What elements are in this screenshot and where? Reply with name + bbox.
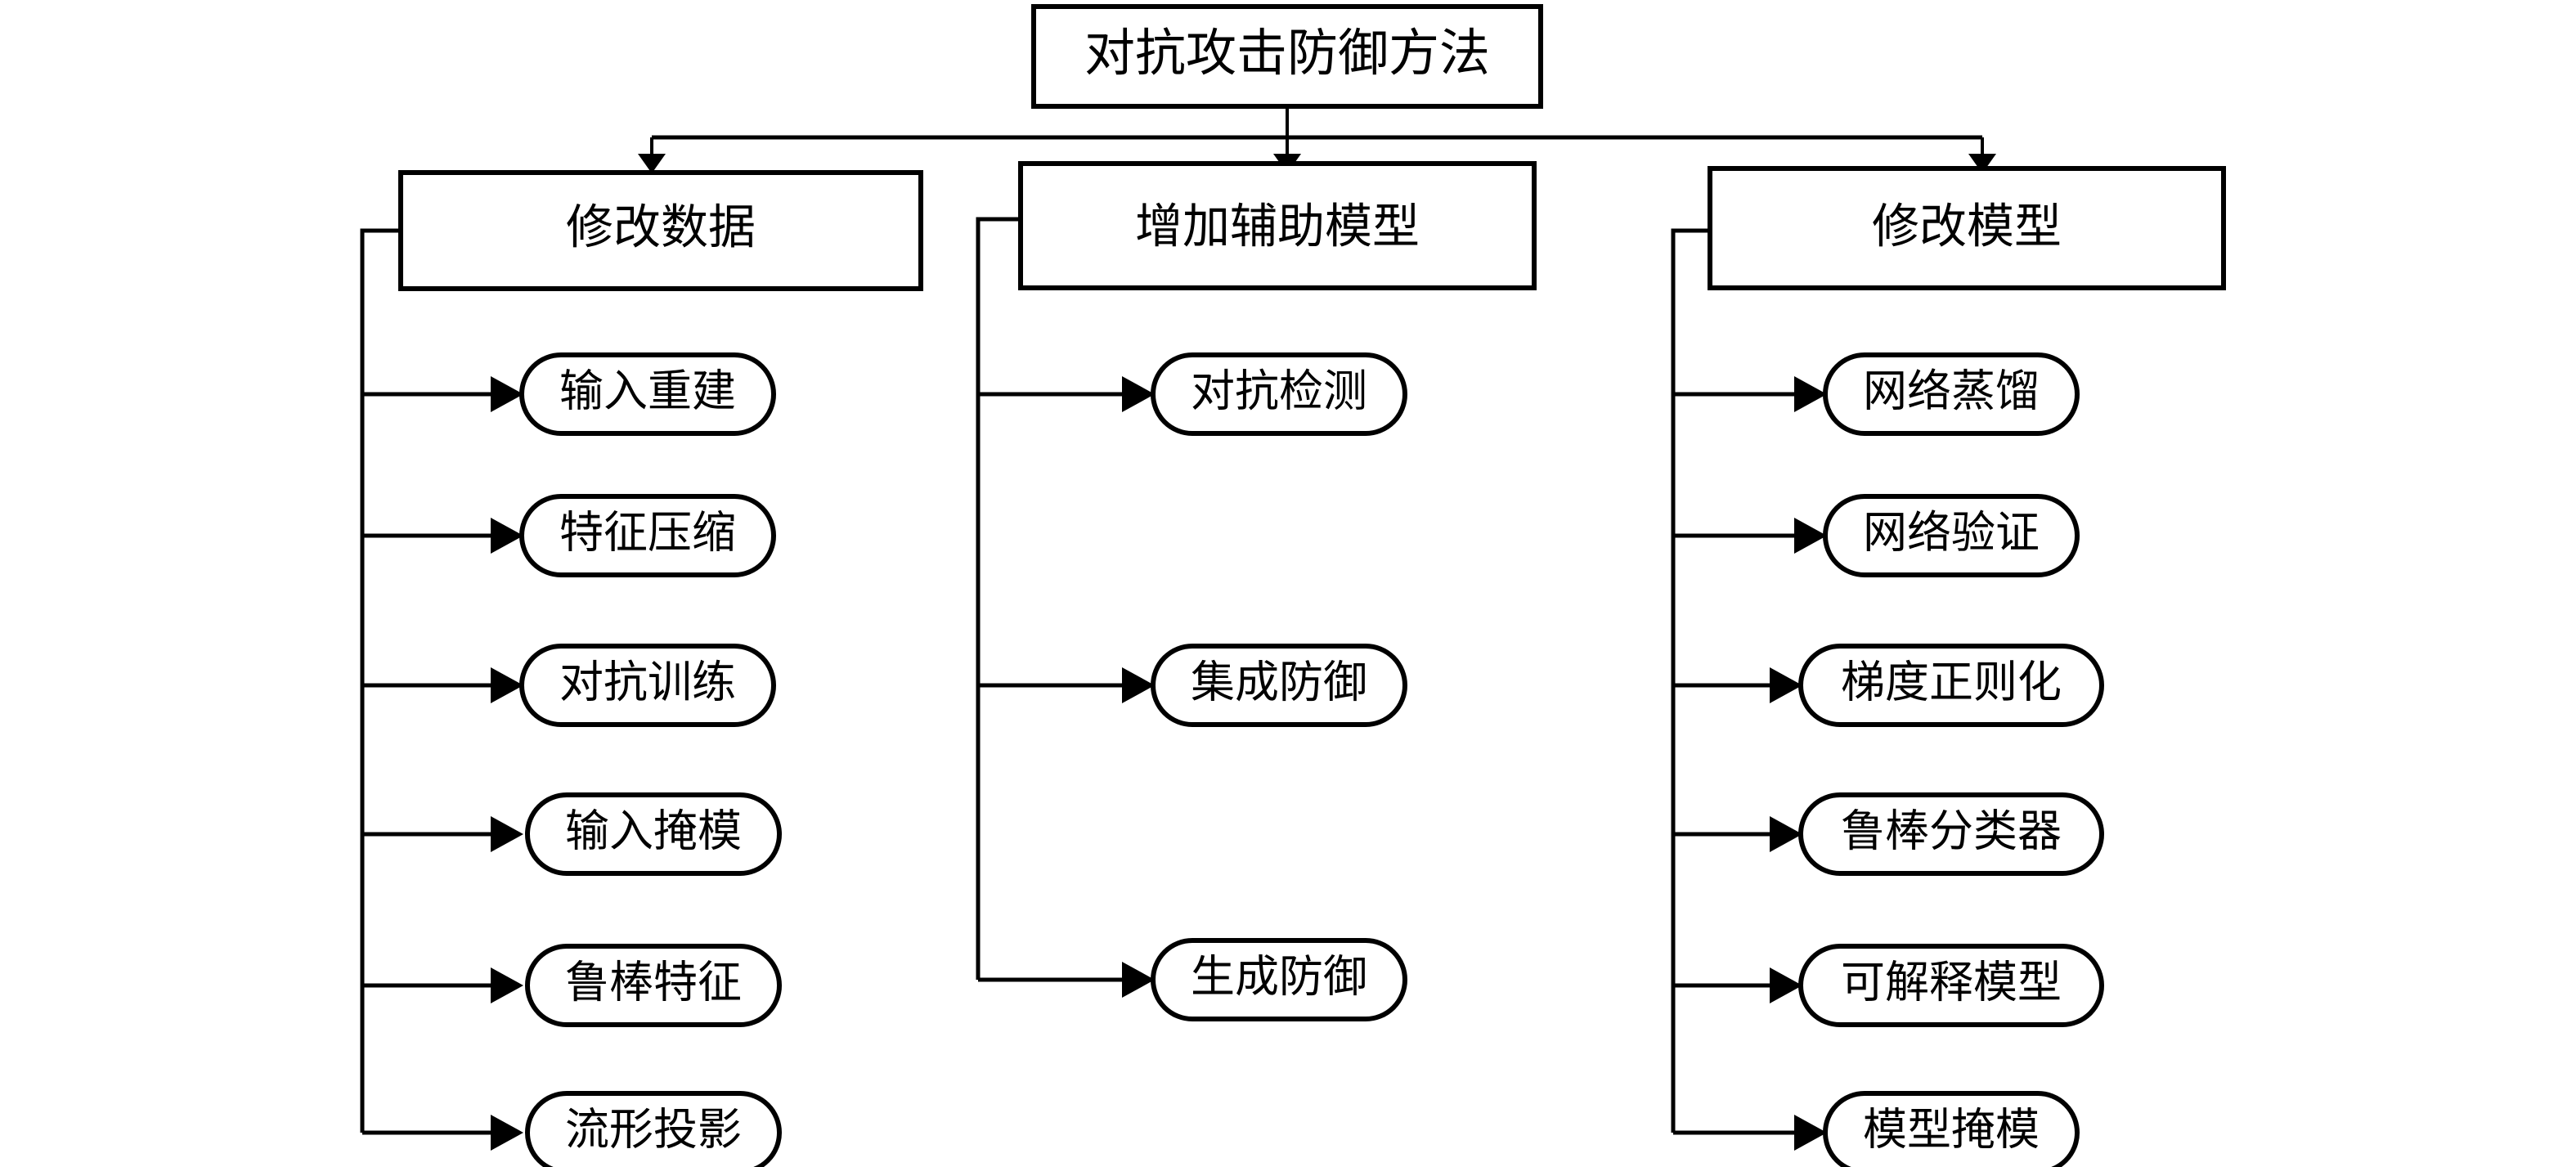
branch-3-connectors bbox=[1671, 228, 1827, 1151]
branch-1-leaf-3-label: 对抗训练 bbox=[559, 658, 736, 707]
branch-node-1[interactable]: 修改数据 bbox=[398, 170, 923, 291]
branch-1-connectors bbox=[360, 228, 523, 1151]
branch-1-spine bbox=[360, 228, 401, 1133]
arrow-right-icon-b1-3 bbox=[491, 667, 523, 703]
branch-1-leaf-4-label: 输入掩模 bbox=[565, 806, 742, 855]
arrow-right-icon-b1-4 bbox=[491, 816, 523, 852]
branch-3-leaf-5[interactable]: 可解释模型 bbox=[1798, 944, 2104, 1027]
branch-1-leaf-3[interactable]: 对抗训练 bbox=[519, 644, 776, 727]
branch-3-leaf-4-pill bbox=[1798, 792, 2104, 876]
branch-1-leaf-2[interactable]: 特征压缩 bbox=[519, 494, 776, 577]
branch-3-leaf-6-pill bbox=[1823, 1091, 2080, 1167]
branch-2-leaf-1-label: 对抗检测 bbox=[1191, 366, 1367, 415]
arrow-down-icon-branch-1 bbox=[638, 154, 666, 173]
branch-1-leaf-4[interactable]: 输入掩模 bbox=[525, 792, 782, 876]
branch-node-1-box bbox=[398, 170, 923, 291]
branch-3-leaf-2-label: 网络验证 bbox=[1863, 508, 2040, 557]
arrow-right-icon-b2-3 bbox=[1122, 962, 1155, 998]
branch-node-3[interactable]: 修改模型 bbox=[1708, 166, 2226, 290]
branch-3-leaf-4-label: 鲁棒分类器 bbox=[1841, 806, 2062, 855]
branch-node-3-label: 修改模型 bbox=[1872, 200, 2062, 253]
arrow-right-icon-b1-5 bbox=[491, 967, 523, 1003]
arrow-right-icon-b1-2 bbox=[491, 518, 523, 554]
arrow-right-icon-b3-6 bbox=[1794, 1115, 1827, 1151]
branch-3-leaf-2[interactable]: 网络验证 bbox=[1823, 494, 2080, 577]
branch-1-leaf-1-label: 输入重建 bbox=[559, 366, 736, 415]
branch-3-spine bbox=[1671, 228, 1710, 1133]
arrow-down-icon-branch-3 bbox=[1968, 154, 1996, 173]
branch-1-leaf-6-pill bbox=[525, 1091, 782, 1167]
root-node-label: 对抗攻击防御方法 bbox=[1084, 26, 1490, 82]
branch-2-leaf-2[interactable]: 集成防御 bbox=[1151, 644, 1407, 727]
arrow-right-icon-b3-5 bbox=[1770, 967, 1802, 1003]
branch-1-leaf-1[interactable]: 输入重建 bbox=[519, 352, 776, 436]
branch-node-2-label: 增加辅助模型 bbox=[1135, 200, 1420, 253]
branch-2-spine bbox=[976, 217, 1021, 980]
branch-1-leaf-5[interactable]: 鲁棒特征 bbox=[525, 944, 782, 1027]
branch-2-connectors bbox=[976, 217, 1155, 998]
branch-3-leaf-6-label: 模型掩模 bbox=[1863, 1105, 2040, 1154]
branch-node-1-label: 修改数据 bbox=[566, 200, 756, 254]
branch-3-leaf-3[interactable]: 梯度正则化 bbox=[1798, 644, 2104, 727]
branch-2-leaf-1[interactable]: 对抗检测 bbox=[1151, 352, 1407, 436]
root-node-box bbox=[1031, 4, 1543, 109]
branch-2-leaf-3[interactable]: 生成防御 bbox=[1151, 938, 1407, 1021]
branch-2-leaf-2-pill bbox=[1151, 644, 1407, 727]
branch-3-leaf-1-label: 网络蒸馏 bbox=[1863, 366, 2040, 415]
branch-2-leaf-1-pill bbox=[1151, 352, 1407, 436]
arrow-right-icon-b1-6 bbox=[491, 1115, 523, 1151]
branch-3-leaf-5-pill bbox=[1798, 944, 2104, 1027]
branch-3-leaf-1[interactable]: 网络蒸馏 bbox=[1823, 352, 2080, 436]
arrow-right-icon-b3-3 bbox=[1770, 667, 1802, 703]
branch-1-leaf-5-label: 鲁棒特征 bbox=[565, 958, 742, 1007]
branch-3-leaf-4[interactable]: 鲁棒分类器 bbox=[1798, 792, 2104, 876]
branch-node-3-box bbox=[1708, 166, 2226, 290]
branch-node-2[interactable]: 增加辅助模型 bbox=[1018, 161, 1537, 290]
branch-3-leaf-1-pill bbox=[1823, 352, 2080, 436]
root-node[interactable]: 对抗攻击防御方法 bbox=[1031, 4, 1543, 109]
branch-node-2-box bbox=[1018, 161, 1537, 290]
branch-3-leaf-5-label: 可解释模型 bbox=[1841, 958, 2062, 1007]
branch-1-leaf-6[interactable]: 流形投影 bbox=[525, 1091, 782, 1167]
branch-3-leaf-3-pill bbox=[1798, 644, 2104, 727]
arrow-right-icon-b1-1 bbox=[491, 376, 523, 412]
branch-3-leaf-3-label: 梯度正则化 bbox=[1841, 658, 2062, 707]
arrow-right-icon-b3-4 bbox=[1770, 816, 1802, 852]
branch-1-leaf-2-pill bbox=[519, 494, 776, 577]
arrow-right-icon-b2-1 bbox=[1122, 376, 1155, 412]
branch-1-leaf-4-pill bbox=[525, 792, 782, 876]
root-to-bus-connector bbox=[638, 106, 1996, 173]
branch-2-leaf-3-pill bbox=[1151, 938, 1407, 1021]
branch-2-leaf-2-label: 集成防御 bbox=[1191, 658, 1367, 707]
branch-1-leaf-5-pill bbox=[525, 944, 782, 1027]
branch-2-leaf-3-label: 生成防御 bbox=[1191, 952, 1367, 1001]
branch-3-leaf-2-pill bbox=[1823, 494, 2080, 577]
branch-1-leaf-6-label: 流形投影 bbox=[565, 1105, 742, 1154]
branch-1-leaf-2-label: 特征压缩 bbox=[559, 508, 736, 557]
arrow-right-icon-b2-2 bbox=[1122, 667, 1155, 703]
branch-3-leaf-6[interactable]: 模型掩模 bbox=[1823, 1091, 2080, 1167]
branch-1-leaf-3-pill bbox=[519, 644, 776, 727]
arrow-right-icon-b3-2 bbox=[1794, 518, 1827, 554]
branch-1-leaf-1-pill bbox=[519, 352, 776, 436]
arrow-right-icon-b3-1 bbox=[1794, 376, 1827, 412]
